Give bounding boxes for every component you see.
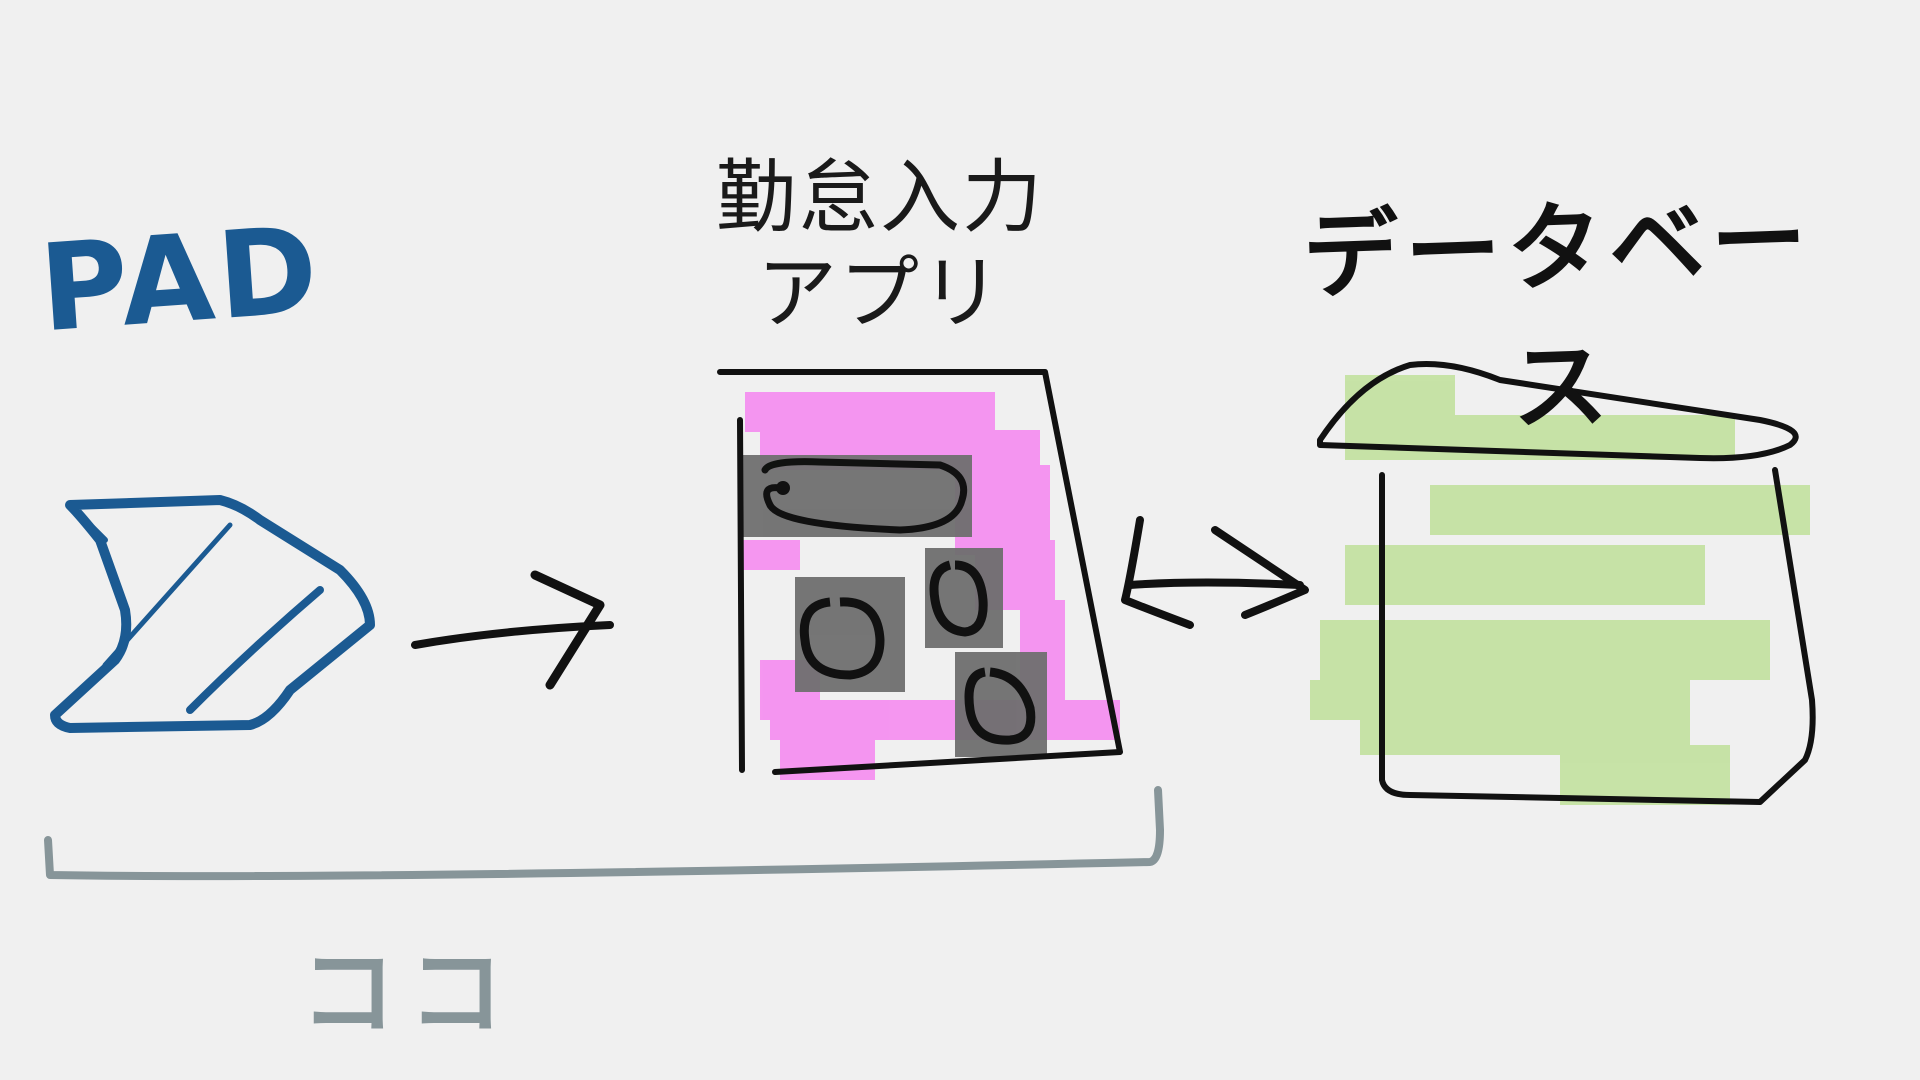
input-cursor-dot <box>776 481 790 495</box>
green-block-3 <box>1430 485 1810 535</box>
green-block-6 <box>1310 680 1690 720</box>
green-block-5 <box>1320 620 1770 680</box>
pink-block-6 <box>740 540 800 570</box>
pink-block-8 <box>770 700 1120 740</box>
scope-bracket <box>48 790 1160 876</box>
pad-label: PAD <box>36 200 345 360</box>
double-arrow-shaft <box>1130 583 1300 586</box>
app-label-line-2: アプリ <box>700 246 1060 342</box>
pad-icon <box>55 500 370 728</box>
double-arrow-right-head <box>1215 530 1305 615</box>
pad-icon-stroke-2 <box>190 590 320 710</box>
database-label: データベース <box>1295 161 1824 457</box>
app-label: 勤怠入力 アプリ <box>700 150 1060 342</box>
arrow-pad-to-app <box>415 575 610 685</box>
app-label-line-1: 勤怠入力 <box>700 150 1060 246</box>
pad-icon-stroke-3 <box>70 505 105 540</box>
arrow-app-database <box>1125 520 1305 625</box>
green-block-4 <box>1345 545 1705 605</box>
double-arrow-left-head <box>1125 520 1190 625</box>
bracket-note-label: ココ <box>300 915 580 1054</box>
pink-block-9 <box>780 740 875 780</box>
app-sketch <box>720 372 1120 780</box>
pink-block-1 <box>745 392 995 432</box>
